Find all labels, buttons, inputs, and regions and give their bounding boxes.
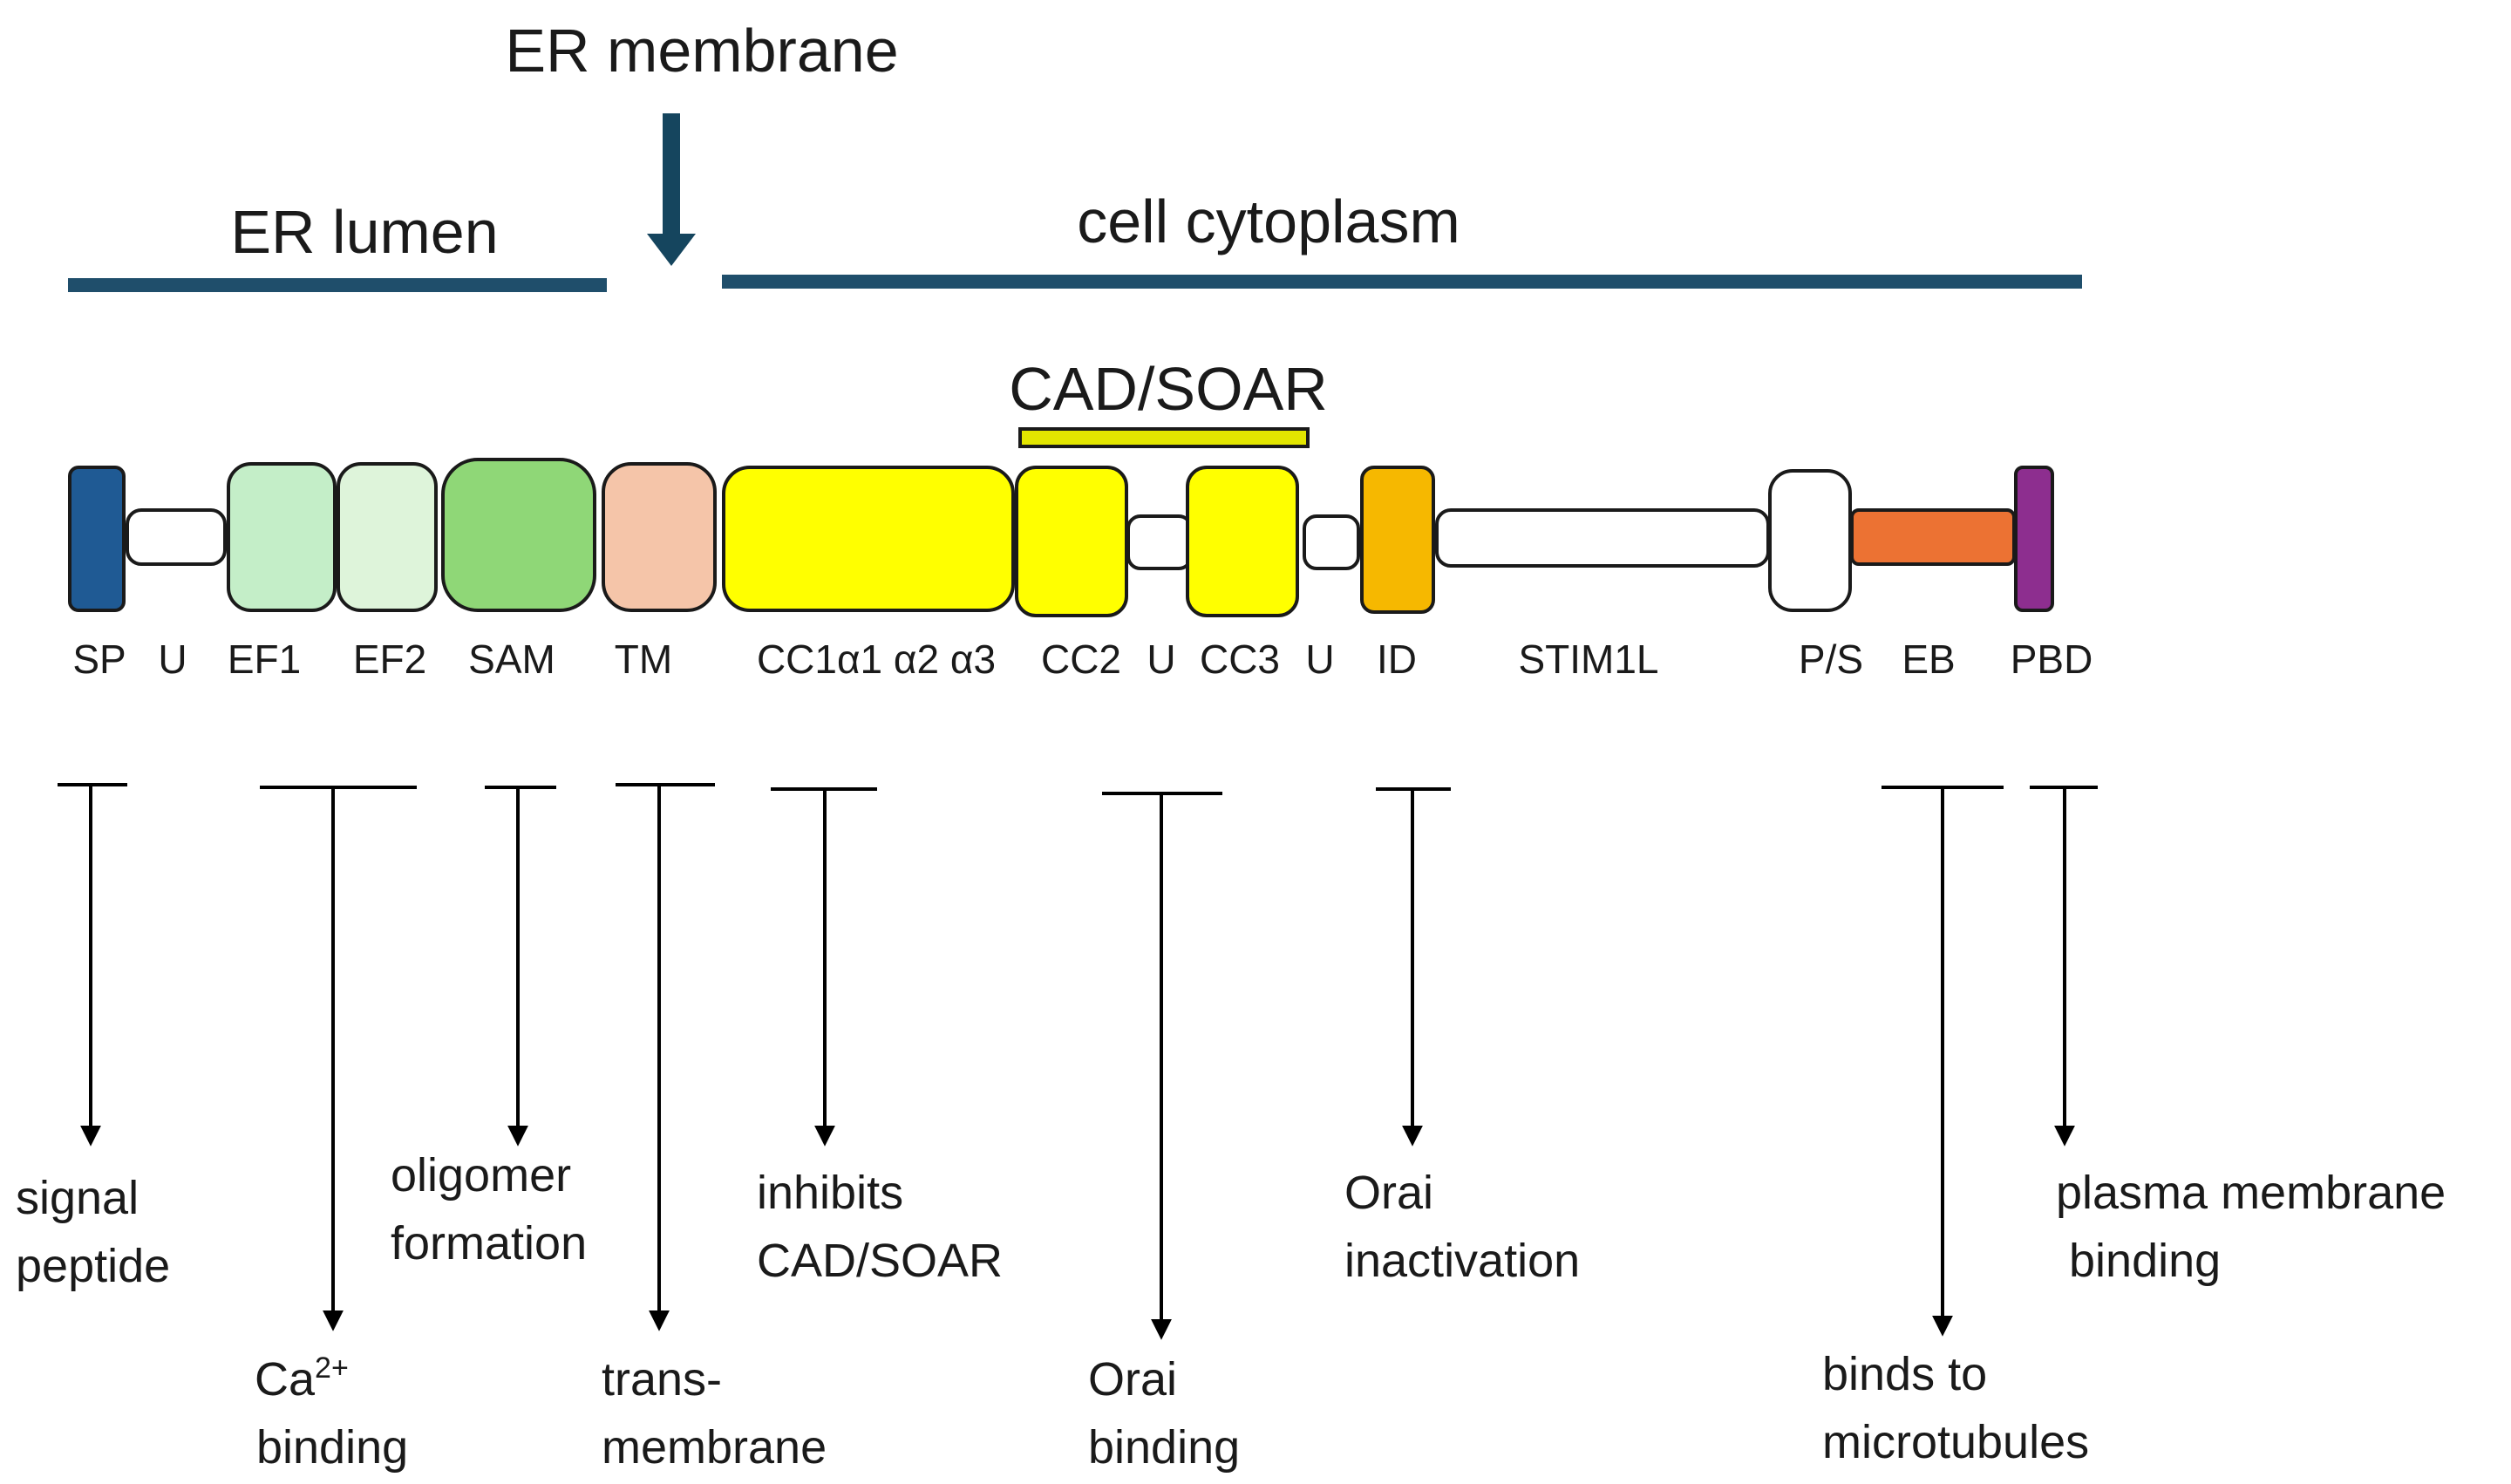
fn-oligomer-line1: oligomer [391,1149,571,1201]
domain-ps [1768,469,1852,612]
label-cc3: CC3 [1200,636,1280,682]
fn-inhibits-line2: CAD/SOAR [757,1235,1003,1287]
fn-microtubules-line2: microtubules [1822,1416,2089,1468]
fn-orai-binding-line1: Orai [1088,1353,1177,1406]
er-lumen-label: ER lumen [230,198,498,266]
label-u2: U [1147,636,1175,682]
cytoplasm-bar [722,275,2082,289]
domain-ef2 [337,462,438,612]
domain-stim1l [1435,508,1770,568]
domain-sp [68,466,126,612]
er-lumen-bar [68,278,607,292]
label-eb: EB [1902,636,1955,682]
fn-signal-peptide-line2: peptide [16,1240,170,1292]
cytoplasm-label: cell cytoplasm [1077,187,1460,255]
domain-pbd [2014,466,2054,612]
fn-transmembrane-line2: membrane [602,1421,827,1474]
fn-pm-binding-line2: binding [2056,1235,2221,1287]
domain-tm [602,462,717,612]
fn-ca-binding-line2: binding [256,1421,408,1474]
linker-u2 [1126,514,1193,570]
label-sam: SAM [468,636,555,682]
domain-sam [441,458,596,612]
fn-ca-binding-line1: Ca2+ [255,1351,349,1406]
fn-orai-inactivation-line2: inactivation [1344,1235,1580,1287]
domain-bar [68,458,2054,617]
label-ps: P/S [1799,636,1863,682]
label-id: ID [1377,636,1417,682]
domain-cc1 [722,466,1015,612]
label-u1: U [158,636,187,682]
label-cc2: CC2 [1041,636,1121,682]
label-sp: SP [72,636,126,682]
fn-transmembrane-line1: trans- [602,1353,722,1406]
domain-cc2 [1015,466,1128,617]
label-stim1l: STIM1L [1518,636,1658,682]
cad-soar-label: CAD/SOAR [1009,355,1328,423]
fn-pm-binding-line1: plasma membrane [2056,1167,2446,1219]
er-membrane-arrow [647,113,696,266]
fn-oligomer-line2: formation [391,1217,587,1270]
linker-u3 [1303,514,1360,570]
function-connectors [58,783,2098,1340]
fn-orai-binding-line2: binding [1088,1421,1240,1474]
er-membrane-label: ER membrane [505,17,898,85]
fn-microtubules-line1: binds to [1822,1348,1987,1400]
fn-signal-peptide-line1: signal [16,1172,139,1224]
linker-u1 [126,508,227,566]
fn-orai-inactivation-line1: Orai [1344,1167,1433,1219]
label-pbd: PBD [2011,636,2093,682]
label-ef2: EF2 [353,636,426,682]
domain-id [1360,466,1435,614]
label-tm: TM [615,636,672,682]
label-cc1: CC1α1 α2 α3 [757,636,996,682]
domain-ef1 [227,462,337,612]
label-ef1: EF1 [228,636,301,682]
label-u3: U [1305,636,1334,682]
cad-soar-bar [1018,427,1310,448]
domain-cc3 [1186,466,1299,617]
fn-inhibits-line1: inhibits [757,1167,903,1219]
domain-eb [1850,508,2016,566]
